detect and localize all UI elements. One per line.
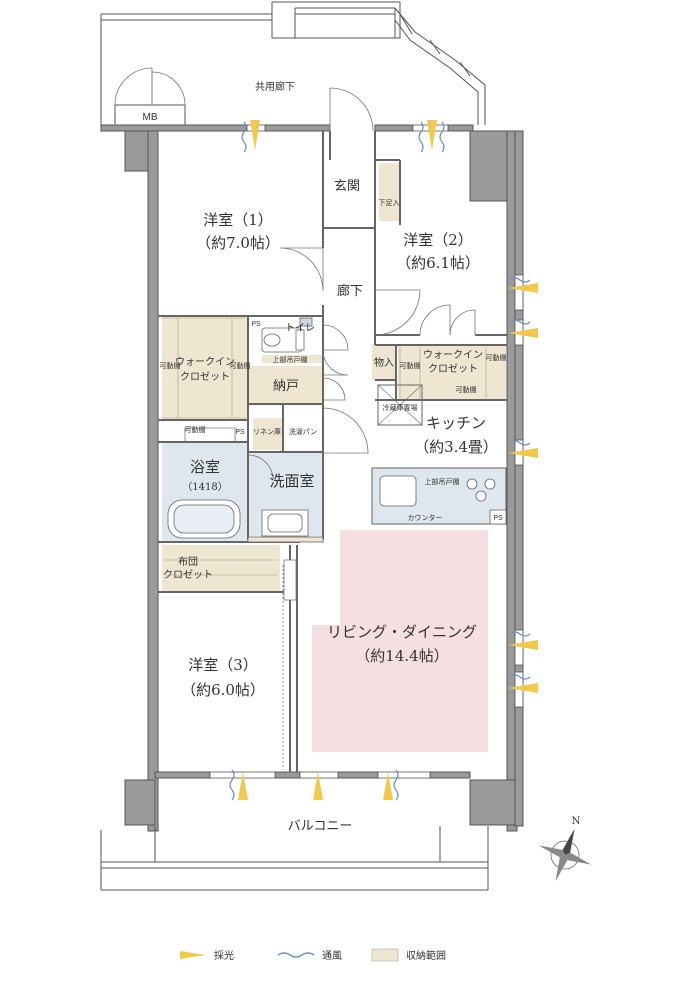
daylight-mark [427, 120, 437, 150]
shoe-cabinet-label: 下足入 [379, 199, 400, 207]
area-fills [162, 163, 506, 752]
daylight-mark [508, 448, 538, 458]
bath-fixtures [167, 499, 324, 543]
daylight-mark [250, 120, 260, 150]
ventilation-marks [229, 121, 531, 801]
western-room-3-label: 洋室（3） [188, 656, 258, 674]
walkin-closet-1-area [162, 316, 248, 420]
western-room-1-label: 洋室（1） [203, 211, 273, 229]
futon-closet-line1: 布団 [178, 556, 198, 568]
toilet-label: トイレ [285, 323, 315, 334]
legend-ventilation-icon [277, 952, 315, 958]
shoe-cabinet-area [379, 163, 399, 221]
corridor-ledge [271, 1, 401, 39]
kitchen-fixtures [379, 475, 507, 525]
toilet-upper-cabinet-area [262, 355, 322, 363]
legend-ventilation-label: 通風 [322, 950, 342, 962]
storeroom-area [248, 366, 323, 404]
washroom-label: 洗面室 [269, 472, 314, 490]
legend-daylight-icon [180, 951, 206, 959]
living-dining-size: （約14.4帖） [355, 647, 448, 665]
washer-pan-label: 洗濯パン [289, 427, 317, 436]
movable-shelf-2c: 可動棚 [456, 385, 477, 394]
walkin-closet-2-line1: ウォークイン [423, 349, 483, 361]
bathroom-size: （1418） [182, 481, 227, 493]
ventilation-mark [241, 121, 247, 153]
living-dining-label: リビング・ダイニング [327, 623, 477, 641]
western-room-1-size: （約7.0帖） [196, 234, 280, 252]
movable-shelf-2b: 可動棚 [486, 353, 507, 362]
ps-2-label: PS [235, 429, 245, 436]
ventilation-mark [509, 319, 531, 325]
hallway-label: 廊下 [337, 283, 363, 299]
living-dining-area [312, 530, 488, 752]
counter-label: カウンター [408, 513, 443, 522]
ps-1-label: PS [251, 321, 261, 328]
daylight-mark [508, 328, 538, 338]
doors [184, 87, 476, 770]
mb-label: MB [143, 112, 158, 123]
futon-closet-area [162, 545, 280, 591]
meter-box: MB [114, 67, 186, 128]
movable-shelf-left: 可動棚 [160, 361, 181, 370]
ventilation-mark [418, 121, 424, 153]
kitchen-label: キッチン [426, 414, 486, 432]
compass: N [538, 816, 592, 882]
room-labels: 玄関 下足入 洋室（1） （約7.0帖） 洋室（2） （約6.1帖） 廊下 トイ… [160, 179, 507, 699]
ventilation-mark [439, 121, 445, 153]
western-room-3-size: （約6.0帖） [181, 681, 265, 699]
common-corridor-label: 共用廊下 [255, 80, 295, 93]
daylight-mark [508, 683, 538, 693]
ventilation-mark [509, 277, 531, 283]
legend-daylight-label: 採光 [214, 949, 234, 962]
movable-shelf-right: 可動棚 [230, 361, 251, 370]
corridor-structures [100, 1, 486, 130]
storage-small-area [372, 345, 396, 380]
kitchen-upper-cabinet-label: 上部吊戸棚 [425, 477, 460, 486]
bathroom-label: 浴室 [190, 458, 220, 476]
legend: 採光 通風 収納範囲 [180, 948, 446, 962]
exterior-walls [100, 124, 524, 832]
linen-area [253, 418, 283, 450]
daylight-mark [508, 640, 538, 650]
daylight-mark [508, 283, 538, 293]
ps-3-label: PS [493, 515, 503, 522]
storeroom-label: 納戸 [273, 379, 299, 394]
storage-small-label: 物入 [374, 356, 394, 369]
legend-storage-label: 収納範囲 [406, 949, 446, 962]
daylight-mark [313, 772, 323, 800]
balcony-label: バルコニー [288, 819, 353, 834]
closet-shelves [162, 317, 487, 576]
futon-closet-line2: クロゼット [163, 569, 213, 581]
daylight-mark [383, 772, 393, 800]
ventilation-mark [509, 440, 531, 446]
walkin-closet-2-area [398, 345, 506, 399]
walkin-closet-2-line2: クロゼット [428, 363, 478, 375]
movable-shelf-2a: 可動棚 [400, 361, 421, 370]
western-room-2-label: 洋室（2） [403, 231, 473, 249]
north-label: N [572, 816, 581, 827]
walkin-closet-1-line1: ウォークイン [175, 356, 235, 368]
linen-label: リネン庫 [253, 427, 281, 436]
ventilation-mark [509, 631, 531, 637]
walkin-closet-1-line2: クロゼット [180, 371, 230, 383]
western-room-2-size: （約6.1帖） [396, 254, 480, 272]
toilet-fixture [261, 317, 313, 353]
upper-cabinet-label: 上部吊戸棚 [273, 355, 308, 364]
fridge-label: 冷蔵庫置場 [383, 403, 418, 412]
ventilation-mark [229, 769, 235, 801]
ventilation-mark [393, 769, 399, 801]
kitchen-size: （約3.4畳） [414, 438, 498, 456]
daylight-marks [238, 120, 538, 800]
ventilation-mark [509, 674, 531, 680]
legend-storage-icon [371, 948, 399, 962]
movable-shelf-bottom: 可動棚 [185, 425, 206, 434]
daylight-mark [238, 772, 248, 800]
balcony [100, 826, 489, 891]
entrance-label: 玄関 [334, 179, 360, 194]
